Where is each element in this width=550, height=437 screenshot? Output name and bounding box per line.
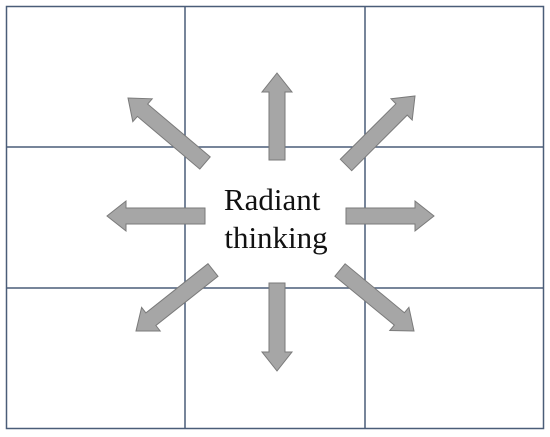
arrow-down-right [334, 263, 415, 332]
center-label: Radiant thinking [224, 182, 328, 255]
center-label-line-2: thinking [224, 220, 327, 255]
arrow-group [106, 72, 435, 372]
arrow-down-left [135, 262, 219, 332]
arrow-left [106, 199, 206, 233]
arrow-up-right [339, 95, 416, 172]
arrow-up-left [127, 97, 211, 170]
grid [5, 5, 545, 430]
center-label-line-1: Radiant [224, 182, 321, 217]
arrow-right [345, 199, 435, 233]
arrow-down [260, 282, 294, 372]
arrow-up [260, 72, 294, 161]
grid-border [5, 5, 545, 430]
center-cell-background [186, 148, 364, 287]
